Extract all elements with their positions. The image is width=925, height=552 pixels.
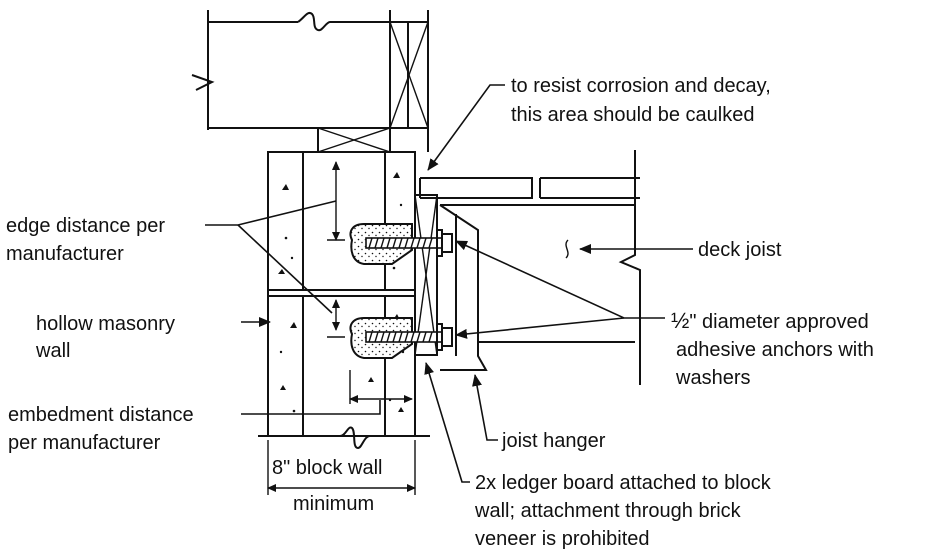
embedment-label-line-2: per manufacturer — [8, 432, 161, 454]
deck-boards — [419, 177, 640, 199]
edge-distance-label-line-2: manufacturer — [6, 243, 124, 265]
leader-lines — [205, 84, 693, 483]
anchors-label-line-2: adhesive anchors with — [676, 339, 874, 361]
anchor-bolt-upper — [365, 229, 453, 257]
ledger-board — [414, 194, 438, 356]
deck-joist — [440, 150, 641, 385]
block-wall-label-line-2: minimum — [293, 493, 374, 515]
anchor-bolt-lower — [365, 323, 453, 351]
caulk-note-line-2: this area should be caulked — [511, 104, 755, 126]
block-wall-width-dimension — [267, 440, 416, 495]
embedment-label-line-1: embedment distance — [8, 404, 194, 426]
floor-framing-above — [191, 10, 429, 153]
joist-hanger-label: joist hanger — [501, 430, 606, 452]
hollow-masonry-wall — [267, 151, 416, 437]
anchors-label-text: " diameter approved — [689, 311, 868, 333]
hollow-masonry-label-line-2: wall — [35, 340, 70, 362]
ledger-label-line-2: wall; attachment through brick — [474, 500, 742, 522]
wall-break-line — [258, 426, 430, 450]
ledger-label-line-1: 2x ledger board attached to block — [475, 472, 772, 494]
edge-distance-label-line-1: edge distance per — [6, 215, 165, 237]
embedment-distance-dimension — [349, 370, 413, 404]
annotation-labels: to resist corrosion and decay, this area… — [6, 75, 874, 550]
anchors-fraction: ½ — [671, 308, 689, 333]
anchors-label-line-3: washers — [675, 367, 750, 389]
deck-joist-label: deck joist — [698, 239, 782, 261]
ledger-label-line-3: veneer is prohibited — [475, 528, 650, 550]
caulk-note-line-1: to resist corrosion and decay, — [511, 75, 771, 97]
block-wall-label-line-1: 8" block wall — [272, 457, 382, 479]
hollow-masonry-label-line-1: hollow masonry — [36, 313, 175, 335]
anchors-label-line-1: ½" diameter approved — [671, 308, 869, 333]
